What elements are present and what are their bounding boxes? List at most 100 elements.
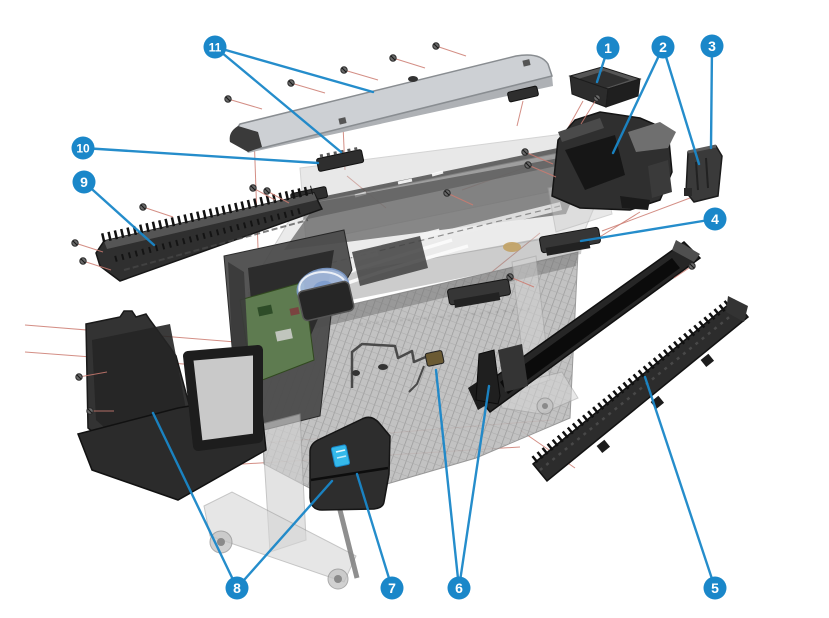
- screw-icon: [79, 257, 87, 265]
- screw-alignment-tick: [290, 82, 326, 94]
- sensor-connector: [424, 350, 445, 367]
- leader-line-8: [235, 479, 334, 590]
- box-tab: [684, 188, 692, 196]
- callout-number-7: 7: [388, 580, 396, 596]
- screw-slot: [225, 96, 231, 102]
- screw-slot: [433, 43, 439, 49]
- screw-slot: [76, 374, 82, 380]
- fan-blade-arc: [298, 271, 345, 293]
- screw-alignment-tick: [580, 97, 598, 125]
- callout-circle-3: [700, 34, 724, 58]
- screw-icon: [86, 407, 94, 415]
- latch-bracket-right: [507, 85, 539, 103]
- front-panel-screen: [297, 280, 355, 322]
- leader-line-7: [355, 472, 394, 590]
- screw-alignment-tick: [435, 45, 467, 57]
- screw-slot: [522, 149, 528, 155]
- screw-slot: [264, 188, 270, 194]
- sensor-bracket: [475, 344, 528, 405]
- leader-line-8: [151, 411, 239, 590]
- pcb-chip: [275, 328, 293, 342]
- leader-line-3: [709, 44, 714, 150]
- screw-alignment-tick: [82, 260, 112, 271]
- screw-icon: [443, 189, 451, 197]
- bar-foot: [596, 439, 611, 454]
- leader-line-11: [213, 45, 375, 94]
- screw-icon: [249, 184, 257, 192]
- screw-slot: [87, 408, 93, 414]
- callout-circle-7: [380, 576, 404, 600]
- callout-circle-1: [596, 36, 620, 60]
- screw-icon: [389, 54, 397, 62]
- deck-recess: [284, 152, 592, 250]
- screws: [71, 42, 696, 415]
- leader-line-9: [82, 180, 156, 247]
- screw-icon: [593, 94, 601, 102]
- screw-icon: [139, 203, 147, 211]
- caster-hub: [542, 403, 548, 409]
- screw-icon: [224, 95, 232, 103]
- screw-alignment-tick: [343, 69, 379, 81]
- right-module-box: [684, 144, 723, 203]
- screw-slot: [390, 55, 396, 61]
- screw-icon: [75, 373, 83, 381]
- latch-bracket-center: [316, 146, 365, 172]
- service-station-assembly: [551, 111, 676, 211]
- rib-ridge: [123, 219, 309, 271]
- callout-number-3: 3: [708, 38, 716, 54]
- cover-frame-window: [183, 345, 263, 451]
- deck-white-tab: [419, 228, 441, 240]
- label-mark: [336, 455, 347, 459]
- callout-number-2: 2: [659, 39, 667, 55]
- screw-alignment-tick: [74, 242, 104, 253]
- callout-circle-10: [71, 136, 95, 160]
- screw-alignment-tick: [509, 276, 535, 288]
- callout-number-11: 11: [209, 40, 222, 54]
- exploded-parts: [76, 54, 750, 511]
- callout-9: 9: [72, 170, 96, 194]
- callout-circle-9: [72, 170, 96, 194]
- screw-icon: [340, 66, 348, 74]
- wire-clip: [378, 364, 388, 370]
- callout-number-8: 8: [233, 580, 241, 596]
- ribbed-rear-cover: [95, 185, 324, 282]
- leader-line-2: [611, 45, 665, 155]
- screw-icon: [506, 273, 514, 281]
- callout-circle-4: [703, 207, 727, 231]
- leader-line-5: [643, 375, 717, 590]
- pcb-chip: [289, 307, 300, 316]
- screw-slot: [525, 162, 531, 168]
- screw-slot: [80, 258, 86, 264]
- callout-11: 11: [203, 35, 227, 59]
- screw-slot: [444, 190, 450, 196]
- callout-number-6: 6: [455, 580, 463, 596]
- screw-icon: [263, 187, 271, 195]
- screw-icon: [71, 239, 79, 247]
- screw-slot: [689, 263, 695, 269]
- screw-alignment-tick: [252, 187, 276, 201]
- screw-alignment-tick: [524, 151, 554, 165]
- callout-number-9: 9: [80, 174, 88, 190]
- lower-ribbed-bar: [531, 296, 750, 483]
- screw-alignment-tick: [392, 57, 426, 69]
- callout-7: 7: [380, 576, 404, 600]
- brass-detail: [503, 242, 521, 252]
- bar-end-hook: [726, 296, 748, 322]
- clip-bracket: [539, 226, 601, 256]
- callout-number-5: 5: [711, 580, 719, 596]
- screw-icon: [524, 161, 532, 169]
- screw-alignment-tick: [446, 192, 474, 206]
- screw-slot: [341, 67, 347, 73]
- callout-1: 1: [596, 36, 620, 60]
- callout-circle-11: [203, 35, 227, 59]
- red-alignment-line: [516, 100, 524, 127]
- leader-line-2: [661, 45, 701, 166]
- leader-line-4: [579, 217, 717, 243]
- screw-slot: [72, 240, 78, 246]
- callout-circle-6: [447, 576, 471, 600]
- callout-circle-5: [703, 576, 727, 600]
- caster-hub: [334, 575, 342, 583]
- callout-4: 4: [703, 207, 727, 231]
- top-cover-part: [229, 54, 553, 153]
- leader-line-6: [457, 384, 491, 590]
